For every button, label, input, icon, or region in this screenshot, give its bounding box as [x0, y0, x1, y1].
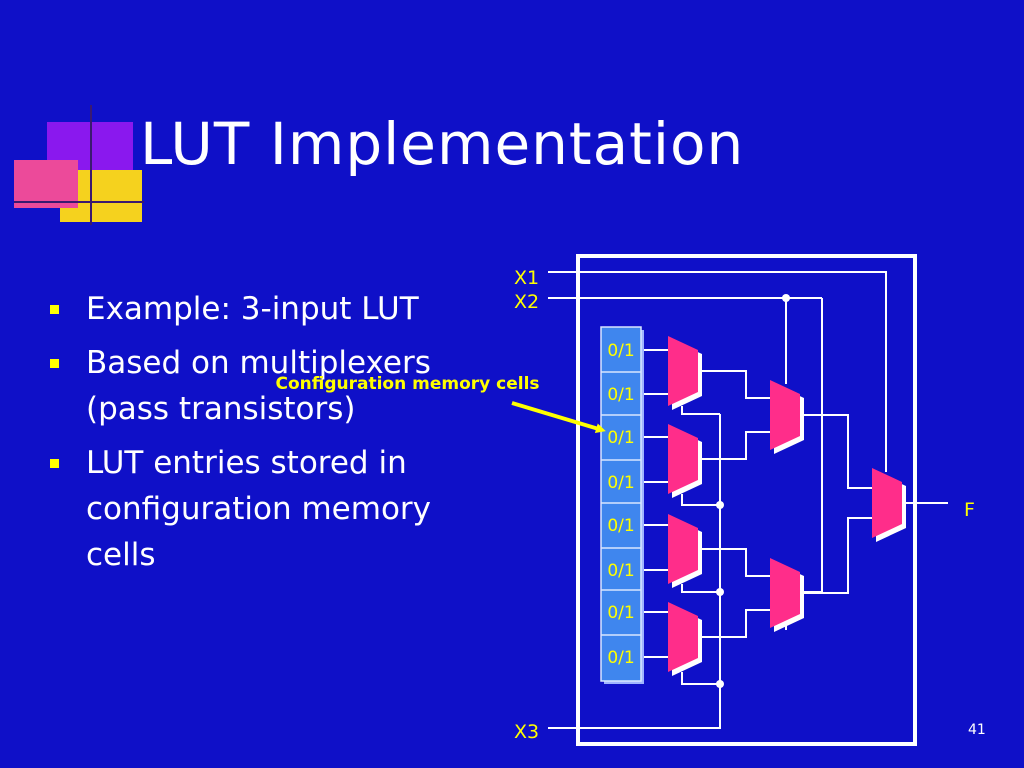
sel-4: [681, 672, 720, 685]
wires: [548, 271, 948, 729]
memory-cell: 0/1: [607, 473, 634, 493]
junction-dot: [716, 501, 724, 509]
slide-number: 41: [968, 722, 986, 738]
bullet-square-icon: [50, 359, 59, 368]
output-label-f: F: [964, 499, 975, 521]
sel-2: [681, 494, 720, 506]
sel-3: [681, 584, 720, 593]
memory-cell: 0/1: [607, 385, 634, 405]
junction-dot: [716, 680, 724, 688]
bullet-list: Example: 3-input LUT Based on multiplexe…: [48, 286, 468, 586]
mux-level1: [668, 424, 698, 494]
bullet-square-icon: [50, 459, 59, 468]
callout-arrow: [511, 401, 606, 434]
deco-square-pink: [14, 160, 78, 208]
bullet-square-icon: [50, 305, 59, 314]
out-m4: [698, 609, 770, 638]
input-label-x2: X2: [514, 291, 539, 313]
memory-cell: 0/1: [607, 341, 634, 361]
mux-level2: [770, 380, 800, 450]
bullet-item: Based on multiplexers (pass transistors): [48, 340, 468, 432]
junction-dot: [716, 588, 724, 596]
wire-x3: [548, 414, 721, 729]
out-m2: [698, 431, 770, 460]
input-label-x1: X1: [514, 267, 539, 289]
bullet-item: LUT entries stored in configuration memo…: [48, 440, 468, 578]
wire-x1: [548, 271, 887, 472]
lut-box: [576, 254, 917, 746]
memory-cell: 0/1: [607, 516, 634, 536]
memory-cell: 0/1: [607, 561, 634, 581]
sel-1: [681, 406, 720, 415]
mux-level3: [872, 468, 902, 538]
mux-level1: [668, 336, 698, 406]
memory-cell-column: [600, 326, 642, 682]
junction-dot: [782, 294, 790, 302]
mux-level1: [668, 514, 698, 584]
page-title: LUT Implementation: [140, 110, 745, 178]
callout-label: Configuration memory cells: [275, 374, 540, 394]
memory-cells: 0/1 0/1 0/1 0/1 0/1 0/1 0/1 0/1: [601, 341, 641, 668]
deco-line-vertical: [90, 105, 92, 225]
mux-level2: [770, 558, 800, 628]
deco-line-horizontal: [14, 201, 144, 203]
multiplexers: [668, 336, 906, 676]
out-m1: [698, 370, 770, 399]
bullet-item: Example: 3-input LUT: [48, 286, 468, 332]
junction-dots: [716, 294, 790, 688]
input-label-x3: X3: [514, 721, 539, 743]
memory-cell: 0/1: [607, 603, 634, 623]
memory-cell: 0/1: [607, 648, 634, 668]
out-m5: [800, 414, 872, 489]
out-m3: [698, 548, 770, 577]
mux-level1: [668, 602, 698, 672]
out-m6: [800, 517, 872, 594]
memory-cell: 0/1: [607, 428, 634, 448]
